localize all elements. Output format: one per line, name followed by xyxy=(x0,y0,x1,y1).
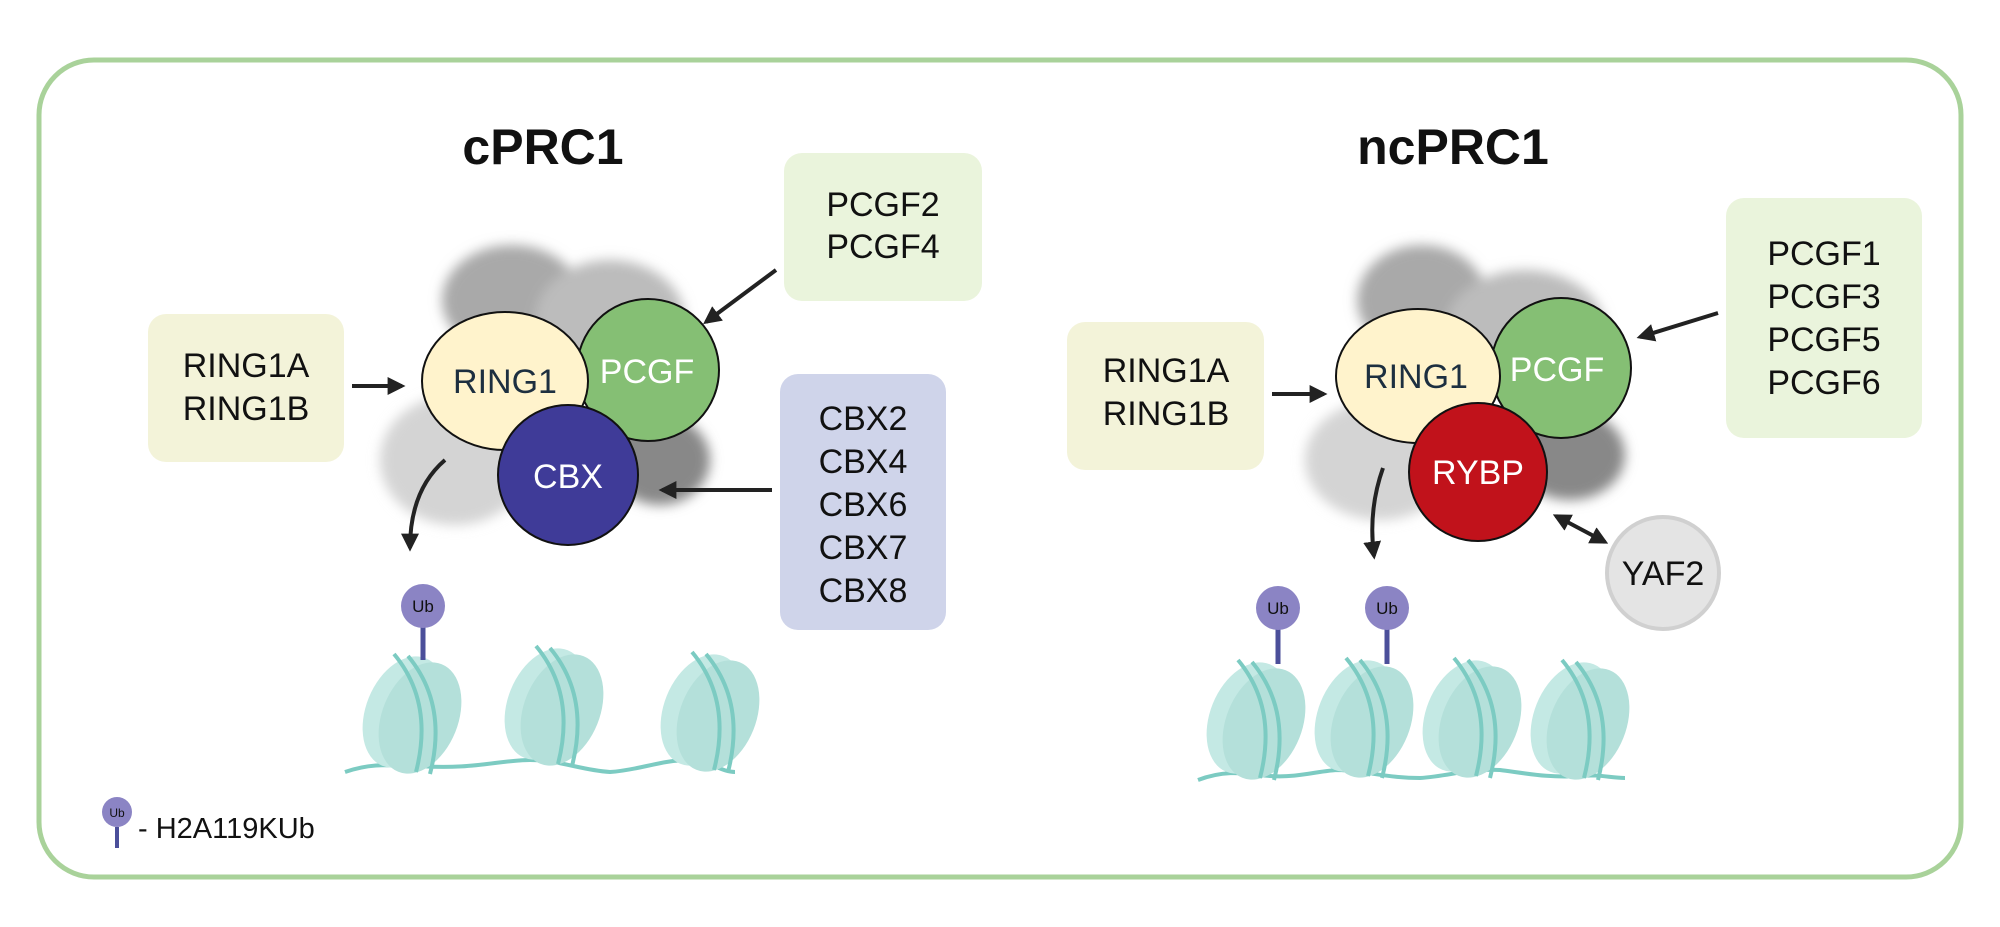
ncprc1-rybp-label: RYBP xyxy=(1432,454,1524,492)
cprc1-panel: cPRC1 RING1A RING1B PCGF2 PCGF4 CBX2 CBX… xyxy=(148,119,982,789)
cprc1-cbx-option-5: CBX8 xyxy=(819,572,908,610)
cprc1-cbx-label: CBX xyxy=(533,458,603,496)
legend-ub-icon xyxy=(102,797,132,827)
legend-text: - H2A119KUb xyxy=(138,813,315,845)
outer-frame xyxy=(36,57,1964,880)
cprc1-pcgf-arrow xyxy=(703,268,778,325)
ncprc1-nucleosome-4 xyxy=(1513,647,1647,795)
ncprc1-title: ncPRC1 xyxy=(1357,119,1549,175)
cprc1-ring1-option-1: RING1A xyxy=(183,347,310,385)
cprc1-cbx-option-2: CBX4 xyxy=(819,443,908,481)
cprc1-ring1-options-box xyxy=(148,314,344,462)
cprc1-nucleosome-2 xyxy=(487,633,621,781)
cprc1-cbx-option-1: CBX2 xyxy=(819,400,908,438)
ncprc1-pcgf-option-4: PCGF6 xyxy=(1767,364,1880,402)
ncprc1-yaf2-arrow xyxy=(1552,514,1609,544)
cprc1-pcgf-options-box xyxy=(784,153,982,301)
ncprc1-ring1-option-1: RING1A xyxy=(1103,352,1230,390)
ncprc1-ub-label-1: Ub xyxy=(1267,599,1289,618)
ncprc1-rybp-subunit xyxy=(1408,402,1548,542)
cprc1-ub-label: Ub xyxy=(412,597,434,616)
ncprc1-chromatin xyxy=(1189,645,1647,795)
ncprc1-pcgf-options-box xyxy=(1726,198,1922,438)
ncprc1-pcgf-label: PCGF xyxy=(1510,351,1604,389)
cprc1-cbx-option-4: CBX7 xyxy=(819,529,908,567)
ncprc1-nucleosome-2 xyxy=(1297,645,1431,793)
ncprc1-ub-mark-2: Ub xyxy=(1365,586,1409,664)
ncprc1-panel: ncPRC1 RING1A RING1B PCGF1 PCGF3 PCGF5 P… xyxy=(1067,119,1922,795)
legend-ub-icon-label: Ub xyxy=(109,806,125,820)
ncprc1-pcgf-option-1: PCGF1 xyxy=(1767,235,1880,273)
cprc1-pcgf-label: PCGF xyxy=(600,353,694,391)
cprc1-ring1-option-2: RING1B xyxy=(183,390,310,428)
cprc1-cbx-subunit xyxy=(497,404,639,546)
cprc1-pcgf-option-1: PCGF2 xyxy=(826,186,939,224)
cprc1-pcgf-option-2: PCGF4 xyxy=(826,228,939,266)
cprc1-ring1-label: RING1 xyxy=(453,363,557,401)
ncprc1-yaf2-subunit xyxy=(1605,515,1721,631)
cprc1-title: cPRC1 xyxy=(462,119,623,175)
cprc1-chromatin xyxy=(344,633,777,789)
ncprc1-nucleosome-1 xyxy=(1189,647,1323,795)
cprc1-ub-mark: Ub xyxy=(401,584,445,660)
legend: Ub - H2A119KUb xyxy=(102,797,315,848)
ncprc1-pcgf-arrow xyxy=(1636,311,1719,342)
ncprc1-pcgf-option-3: PCGF5 xyxy=(1767,321,1880,359)
ncprc1-ring1-option-2: RING1B xyxy=(1103,395,1230,433)
cprc1-ubiquitination-arrow xyxy=(401,458,447,552)
ncprc1-nucleosome-3 xyxy=(1405,645,1539,793)
cprc1-cbx-options-box xyxy=(780,374,946,630)
ncprc1-yaf2-label: YAF2 xyxy=(1622,555,1705,593)
ncprc1-ubiquitination-arrow xyxy=(1363,467,1385,560)
ncprc1-ub-mark-1: Ub xyxy=(1256,586,1300,664)
ncprc1-pcgf-option-2: PCGF3 xyxy=(1767,278,1880,316)
cprc1-cbx-option-3: CBX6 xyxy=(819,486,908,524)
ncprc1-ring1-label: RING1 xyxy=(1364,358,1468,396)
ncprc1-ub-label-2: Ub xyxy=(1376,599,1398,618)
ncprc1-ring1-options-box xyxy=(1067,322,1264,470)
